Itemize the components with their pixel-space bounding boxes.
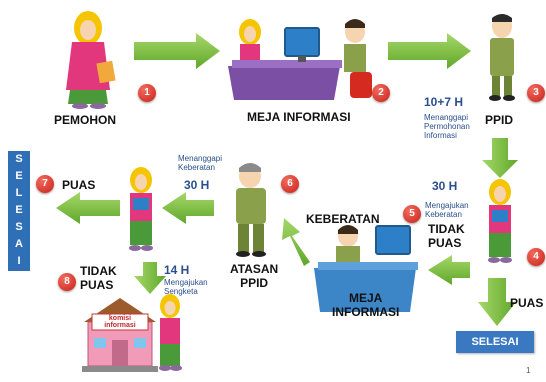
komisi-line-2: informasi — [104, 322, 136, 329]
pemohon-figure-right — [488, 179, 512, 263]
label-meja-informasi: MEJA INFORMASI — [247, 110, 351, 124]
label-puas-right: PUAS — [510, 296, 544, 310]
pemohon-figure — [66, 11, 116, 109]
label-atasan-ppid: ATASAN PPID — [230, 262, 278, 290]
tidak-left-line-2: PUAS — [80, 278, 114, 292]
arrow-puas-down — [478, 278, 516, 326]
step-badge-6: 6 — [281, 175, 299, 193]
selesai-letter-1: S — [15, 153, 23, 165]
note-submit-line-1: Mengajukan — [425, 201, 469, 210]
arrow-to-komisi — [134, 262, 166, 294]
pemohon-figure-left — [129, 167, 153, 251]
arrow-to-meja-keberatan — [428, 255, 470, 285]
selesai-letter-6: A — [15, 238, 23, 250]
komisi-line-1: komisi — [108, 315, 132, 322]
atasan-ppid-figure — [236, 163, 266, 257]
step-badge-4: 4 — [527, 248, 545, 266]
step-badge-3: 3 — [527, 84, 545, 102]
label-pemohon: PEMOHON — [54, 113, 117, 127]
selesai-letter-4: E — [15, 204, 23, 216]
step-badge-8: 8 — [58, 273, 76, 291]
meja-informasi-figure — [228, 19, 372, 100]
komisi-informasi-building — [82, 298, 158, 372]
arrow-ppid-down — [482, 138, 518, 178]
note-ppid: Menanggapi Permohonan Informasi — [424, 113, 470, 140]
selesai-letter-2: E — [15, 170, 23, 182]
note-ppid-line-1: Menanggapi — [424, 113, 469, 122]
label-keberatan: KEBERATAN — [306, 212, 380, 226]
duration-keberatan-submit: 30 H — [432, 179, 458, 193]
meja2-line-1: MEJA — [349, 291, 383, 305]
note-sengketa: Mengajukan Sengketa — [164, 278, 208, 296]
arrow-pemohon-to-meja — [134, 33, 220, 69]
komisi-sign: komisi informasi — [96, 315, 144, 329]
tidak-right-line-1: TIDAK — [428, 222, 465, 236]
note-submit-line-2: Keberatan — [425, 210, 462, 219]
arrow-to-selesai-left — [56, 192, 120, 224]
note-ppid-line-2: Permohonan — [424, 122, 470, 131]
arrow-meja-to-ppid — [388, 33, 471, 69]
duration-atasan: 30 H — [184, 178, 210, 192]
meja2-line-2: INFORMASI — [332, 305, 400, 319]
selesai-letter-5: S — [15, 221, 23, 233]
note-ppid-line-3: Informasi — [424, 131, 457, 140]
note-atasan-line-2: Keberatan — [178, 163, 215, 172]
step-badge-7: 7 — [36, 175, 54, 193]
note-atasan: Menanggapi Keberatan — [178, 154, 222, 172]
ppid-figure — [489, 14, 515, 101]
pemohon-figure-komisi — [159, 294, 182, 371]
note-atasan-line-1: Menanggapi — [178, 154, 223, 163]
note-keberatan-submit: Mengajukan Keberatan — [425, 201, 469, 219]
label-meja-informasi-2: MEJA INFORMASI — [332, 291, 399, 319]
tidak-right-line-2: PUAS — [428, 236, 462, 250]
step-badge-5: 5 — [403, 205, 421, 223]
tidak-left-line-1: TIDAK — [80, 264, 117, 278]
meja-informasi-figure-2 — [314, 225, 418, 312]
arrow-to-atasan — [282, 218, 310, 266]
label-tidak-puas-right: TIDAK PUAS — [428, 222, 465, 250]
duration-sengketa: 14 H — [164, 263, 190, 277]
page-number: 1 — [526, 366, 531, 375]
selesai-vertical-box: S E L E S A I — [8, 151, 30, 271]
arrow-atasan-to-pemohon — [162, 192, 214, 224]
selesai-letter-7: I — [17, 255, 21, 267]
atasan-line-1: ATASAN — [230, 262, 279, 276]
label-puas-left: PUAS — [62, 178, 96, 192]
label-tidak-puas-left: TIDAK PUAS — [80, 264, 117, 292]
note-sengketa-line-1: Mengajukan — [164, 278, 208, 287]
selesai-box-right: SELESAI — [456, 331, 534, 353]
note-sengketa-line-2: Sengketa — [164, 287, 198, 296]
selesai-letter-3: L — [15, 187, 23, 199]
label-ppid: PPID — [485, 113, 514, 127]
duration-ppid: 10+7 H — [424, 95, 464, 109]
step-badge-2: 2 — [372, 84, 390, 102]
atasan-line-2: PPID — [240, 276, 269, 290]
step-badge-1: 1 — [138, 84, 156, 102]
